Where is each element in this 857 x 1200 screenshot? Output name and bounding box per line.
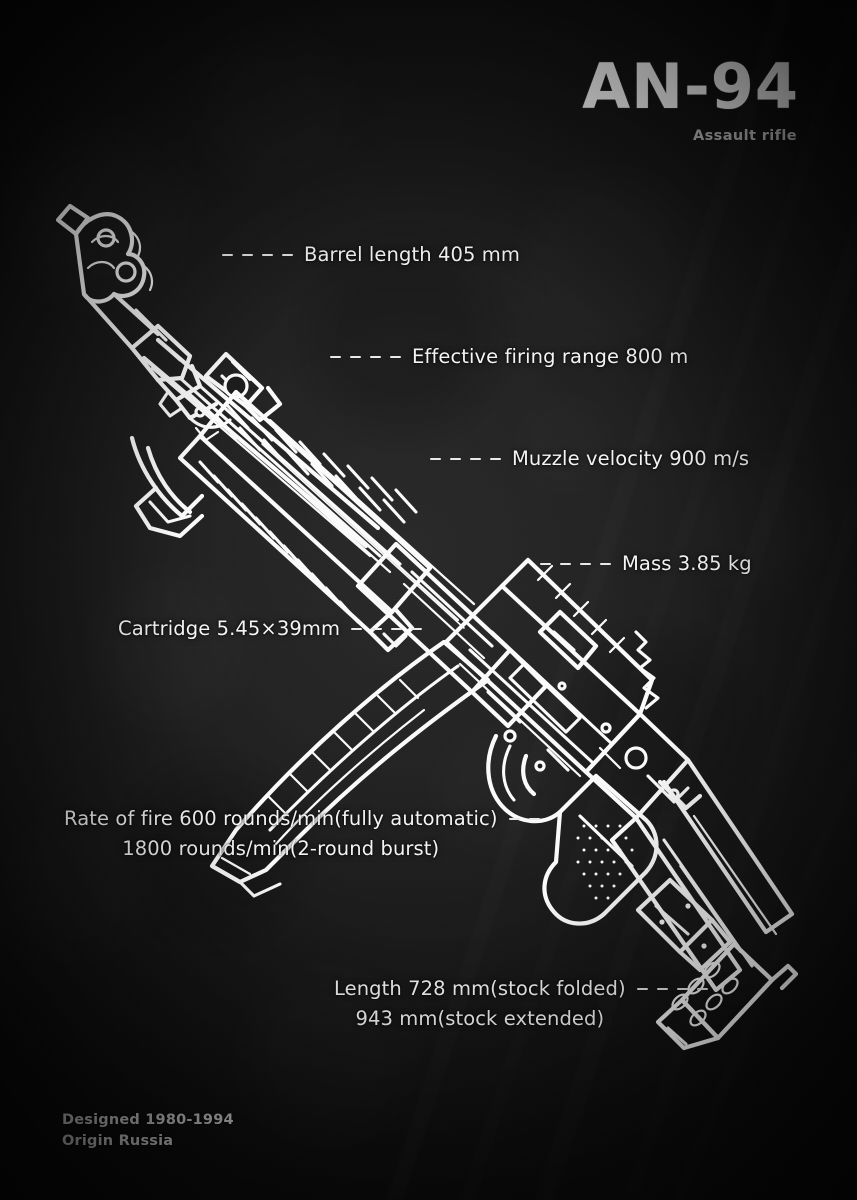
vignette-overlay bbox=[0, 0, 857, 1200]
poster-canvas: AN-94 Assault rifle Barrel length 405 mm… bbox=[0, 0, 857, 1200]
